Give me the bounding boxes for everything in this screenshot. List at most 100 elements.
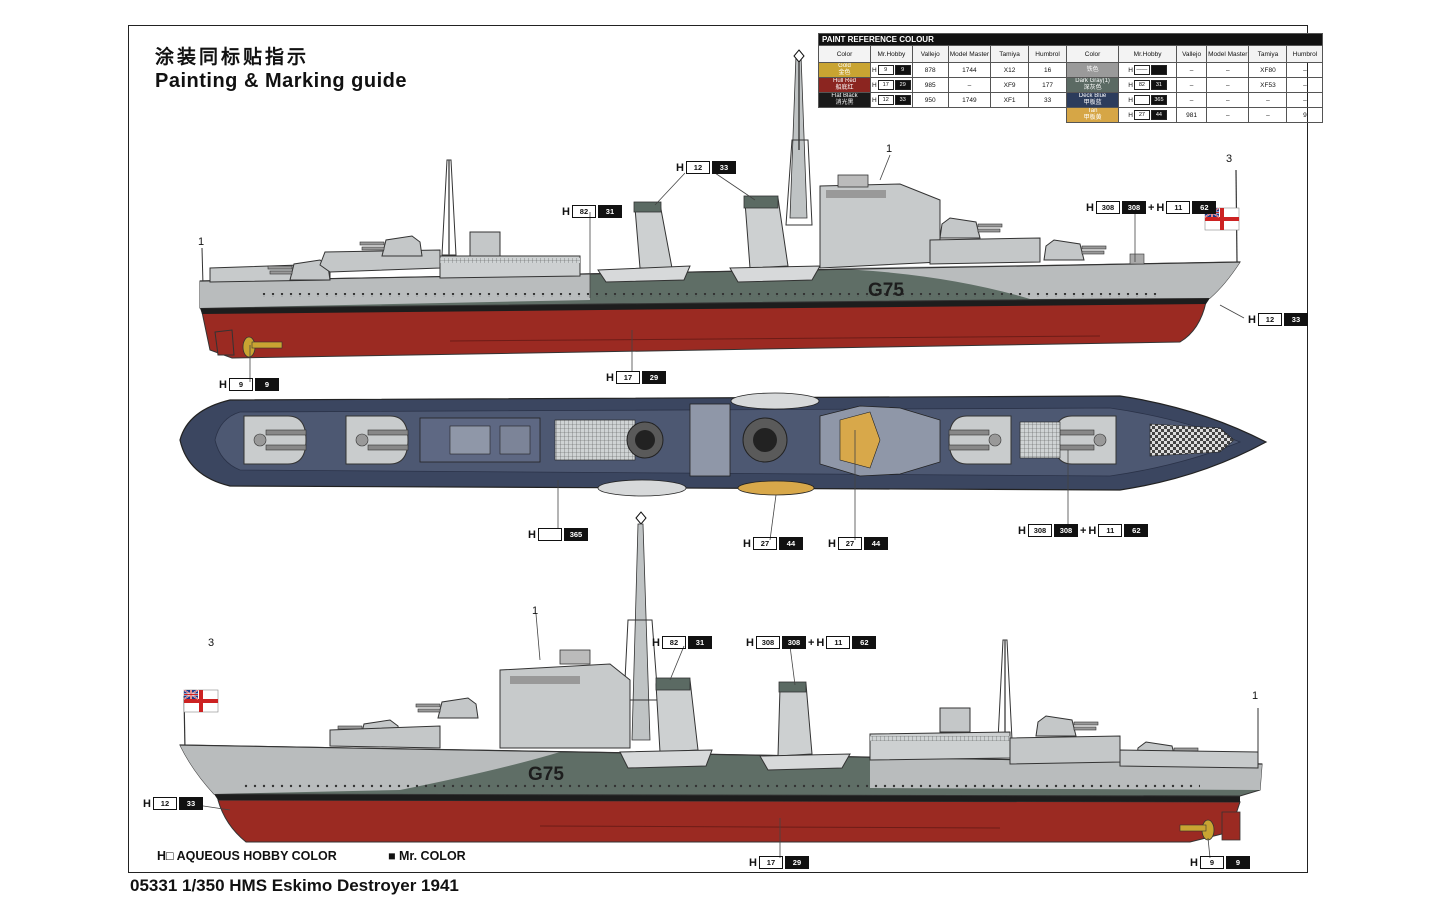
callout-plus: + bbox=[807, 636, 815, 649]
paint-reference-table: PAINT REFERENCE COLOUR Color Mr.Hobby Va… bbox=[817, 33, 1324, 123]
color-name-cn: 甲板蓝 bbox=[1083, 100, 1102, 106]
profile-bottom: G75 bbox=[179, 511, 1263, 843]
humbrol-code: 33 bbox=[1028, 92, 1068, 108]
aqueous-code: 27 bbox=[1133, 110, 1150, 120]
color-name: Tan bbox=[1087, 108, 1098, 115]
mr-color-code: 29 bbox=[894, 80, 911, 90]
aqueous-code: 17 bbox=[615, 371, 640, 384]
plan-view bbox=[179, 392, 1268, 497]
callout-h: H bbox=[1018, 524, 1026, 537]
hull-number-top: G75 bbox=[868, 280, 904, 301]
ref-num-1-bridge-top: 1 bbox=[886, 143, 893, 155]
ref-num-1-stern-top: 1 bbox=[198, 236, 205, 248]
callout-plus: + bbox=[1079, 524, 1087, 537]
callout-plus: + bbox=[1147, 201, 1155, 214]
callout-h: H bbox=[743, 537, 751, 550]
callout-h: H bbox=[1248, 313, 1256, 326]
callout-h: H bbox=[1190, 856, 1198, 869]
mr-color-code: 29 bbox=[641, 371, 666, 384]
color-name: Gold bbox=[838, 63, 851, 70]
aqueous-code: 11 bbox=[1098, 524, 1123, 537]
product-footer: 05331 1/350 HMS Eskimo Destroyer 1941 bbox=[130, 876, 459, 895]
aqueous-code: 9 bbox=[877, 65, 894, 75]
color-name: Dark Gray(1) bbox=[1075, 78, 1110, 85]
mr-color-code: 44 bbox=[863, 537, 888, 550]
callout-h: H bbox=[652, 636, 660, 649]
h-mark: H bbox=[872, 66, 877, 74]
aqueous-code: 82 bbox=[661, 636, 686, 649]
aqueous-code: 82 bbox=[571, 205, 596, 218]
color-name: Flat Black bbox=[831, 93, 858, 100]
col-tamiya-2: Tamiya bbox=[1248, 45, 1288, 63]
col-mrhobby: Mr.Hobby bbox=[870, 45, 913, 63]
profile-top: G75 bbox=[199, 49, 1241, 359]
ref-num-3-flag-bottom: 3 bbox=[208, 637, 215, 649]
aqueous-code bbox=[537, 528, 562, 541]
mr-color-code: 31 bbox=[1150, 80, 1167, 90]
aqueous-code: 17 bbox=[877, 80, 894, 90]
h-mark: H bbox=[1128, 66, 1133, 74]
callout-h365: H 365 bbox=[528, 528, 588, 541]
ref-num-1-stern-bottom: 1 bbox=[1252, 690, 1259, 702]
callout-h: H bbox=[528, 528, 536, 541]
col-humbrol: Humbrol bbox=[1028, 45, 1068, 63]
callout-h27-44-bridge: H 27 44 bbox=[828, 537, 888, 550]
aqueous-code: 11 bbox=[1166, 201, 1191, 214]
callout-h12-33-bottom: H 12 33 bbox=[143, 797, 203, 810]
mr-color-code: 308 bbox=[1053, 524, 1078, 537]
callout-h: H bbox=[606, 371, 614, 384]
col-humbrol-2: Humbrol bbox=[1286, 45, 1324, 63]
mr-color-code: 44 bbox=[778, 537, 803, 550]
callout-h9-9-bottom: H 9 9 bbox=[1190, 856, 1250, 869]
callout-h27-44-boat: H 27 44 bbox=[743, 537, 803, 550]
callout-h17-29-bottom: H 17 29 bbox=[749, 856, 809, 869]
aqueous-code: 12 bbox=[877, 95, 894, 105]
modelmaster-code: – bbox=[1206, 107, 1250, 123]
mr-color-code: 9 bbox=[894, 65, 911, 75]
h-mark: H bbox=[872, 96, 877, 104]
mr-color-code: 44 bbox=[1150, 110, 1167, 120]
mr-color-code: 33 bbox=[178, 797, 203, 810]
col-color-2: Color bbox=[1066, 45, 1120, 63]
mr-color-code bbox=[1150, 65, 1167, 75]
color-name-cn: 金色 bbox=[838, 70, 851, 76]
h-mark: H bbox=[1128, 81, 1133, 89]
mr-color-code: 31 bbox=[687, 636, 712, 649]
mr-color-code: 365 bbox=[1150, 95, 1167, 105]
title-chinese: 涂装同标贴指示 bbox=[155, 46, 310, 68]
h-mark: H bbox=[1128, 96, 1133, 104]
aqueous-code: 17 bbox=[758, 856, 783, 869]
callout-h17-29-top: H 17 29 bbox=[606, 371, 666, 384]
callout-h82-31-top: H 82 31 bbox=[562, 205, 622, 218]
aqueous-code: 12 bbox=[1257, 313, 1282, 326]
aqueous-code: 9 bbox=[228, 378, 253, 391]
aqueous-code: 27 bbox=[752, 537, 777, 550]
mr-color-code: 29 bbox=[784, 856, 809, 869]
col-color: Color bbox=[818, 45, 871, 63]
callout-h308-11-plan: H 308 308 + H 11 62 bbox=[1018, 524, 1149, 537]
aqueous-code: 9 bbox=[1199, 856, 1224, 869]
callout-h: H bbox=[1088, 524, 1097, 537]
callout-h: H bbox=[749, 856, 757, 869]
col-tamiya: Tamiya bbox=[990, 45, 1030, 63]
callout-h12-33-bow: H 12 33 bbox=[1248, 313, 1308, 326]
callout-h82-31-bottom: H 82 31 bbox=[652, 636, 712, 649]
callout-h12-33-funnel: H 12 33 bbox=[676, 161, 736, 174]
color-name-cn: 船底红 bbox=[835, 85, 854, 91]
mr-color-code: 365 bbox=[563, 528, 588, 541]
callout-h: H bbox=[143, 797, 151, 810]
aqueous-code: 12 bbox=[152, 797, 177, 810]
mr-color-code: 9 bbox=[254, 378, 279, 391]
callout-h: H bbox=[816, 636, 825, 649]
callout-h9-9-top: H 9 9 bbox=[219, 378, 279, 391]
color-name: Deck Blue bbox=[1078, 93, 1107, 100]
callout-h: H bbox=[746, 636, 754, 649]
mr-color-code: 308 bbox=[781, 636, 806, 649]
mr-color-code: 9 bbox=[1225, 856, 1250, 869]
aqueous-code: 82 bbox=[1133, 80, 1150, 90]
